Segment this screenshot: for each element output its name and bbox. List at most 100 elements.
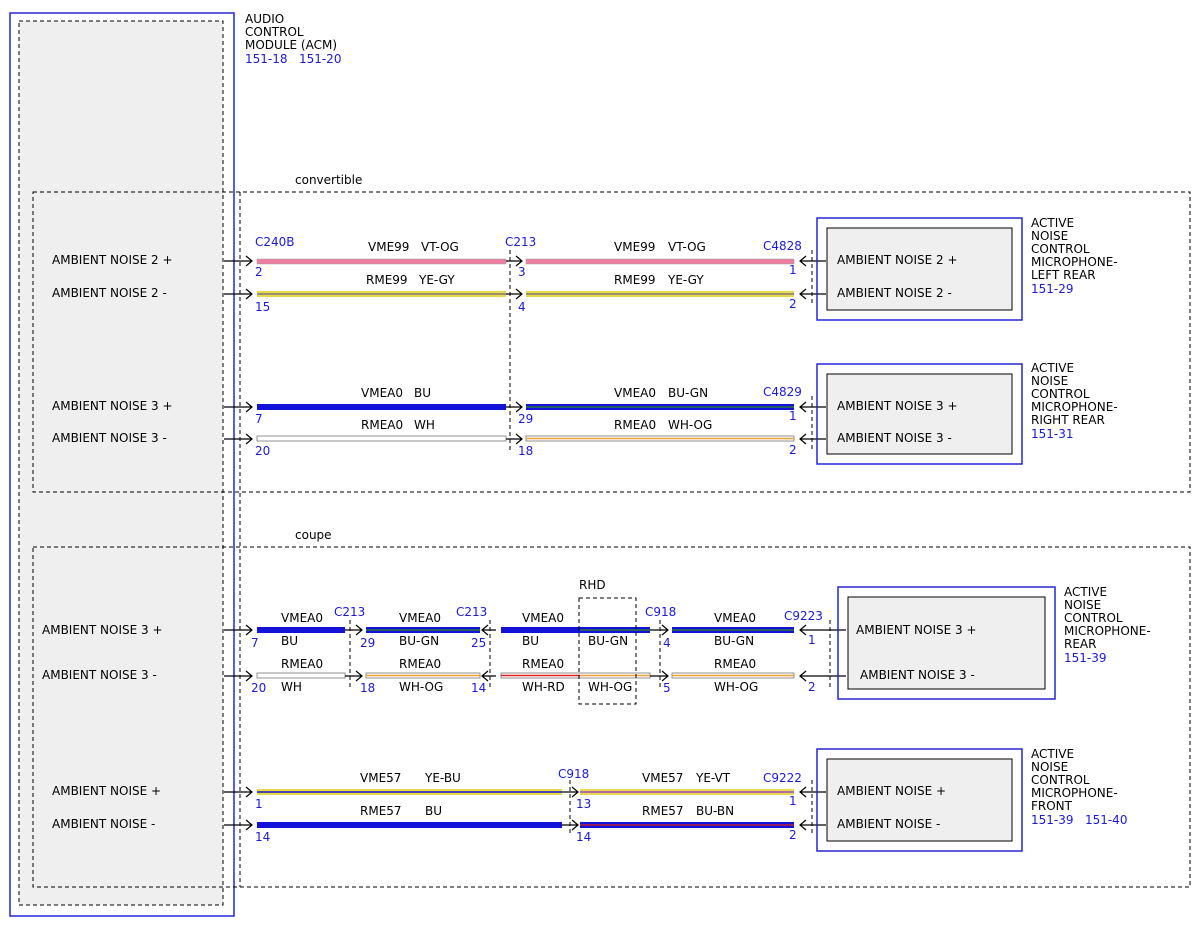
mic-ref: 151-39 151-40 — [1031, 813, 1127, 827]
mic-pin-label: AMBIENT NOISE 3 - — [837, 431, 952, 445]
c213-conn-arrows — [506, 255, 523, 445]
mic-left-rear-frame — [816, 217, 1023, 321]
connector-label: C240B — [255, 235, 295, 249]
coupe-label: coupe — [295, 528, 332, 542]
mic-pin-label: AMBIENT NOISE 3 + — [837, 399, 958, 413]
pin-number: 18 — [360, 681, 375, 695]
mic-title: CONTROL — [1064, 611, 1123, 625]
pin-number: 13 — [576, 797, 591, 811]
acm-title-3: MODULE (ACM) — [245, 38, 337, 52]
circuit-label: RME99 — [614, 273, 656, 287]
acm-body — [18, 20, 224, 906]
pin-number: 14 — [255, 830, 270, 844]
mic-title: CONTROL — [1031, 387, 1090, 401]
connector-label: C918 — [645, 605, 676, 619]
circuit-label: VME57 — [642, 771, 683, 785]
pin-number: 1 — [255, 797, 263, 811]
wire-vme99-left — [256, 258, 507, 265]
wire-rmea0-left — [256, 435, 507, 442]
mic-right-rear-body — [826, 373, 1013, 455]
mic-pin-label: AMBIENT NOISE 3 - — [860, 668, 975, 682]
color-label: BU — [281, 634, 298, 648]
pin-number: 5 — [663, 681, 671, 695]
color-label: WH-OG — [714, 680, 758, 694]
rhd-label: RHD — [579, 578, 606, 592]
acm-pin-label: AMBIENT NOISE 2 - — [52, 286, 167, 300]
acm-title-2: CONTROL — [245, 25, 304, 39]
acm-pin-label: AMBIENT NOISE 3 + — [52, 399, 173, 413]
color-label: YE-GY — [418, 273, 455, 287]
pin-number: 15 — [255, 300, 270, 314]
pin-number: 25 — [471, 636, 486, 650]
circuit-label: RME57 — [360, 804, 402, 818]
mic-pin-label: AMBIENT NOISE 3 + — [856, 623, 977, 637]
color-label: BU — [414, 386, 431, 400]
mic-title: REAR — [1064, 637, 1096, 651]
mic-front-frame — [816, 748, 1023, 852]
mic-title: NOISE — [1031, 760, 1068, 774]
circuit-label: VMEA0 — [714, 611, 756, 625]
mic-title: FRONT — [1031, 799, 1073, 813]
mic-ref: 151-31 — [1031, 427, 1074, 441]
circuit-label: VMEA0 — [399, 611, 441, 625]
pin-number: 18 — [518, 444, 533, 458]
acm-pin-label: AMBIENT NOISE 3 - — [52, 431, 167, 445]
pin-number: 29 — [518, 412, 533, 426]
mic-ref: 151-29 — [1031, 282, 1074, 296]
mic-title: ACTIVE — [1031, 216, 1074, 230]
pin-number: 2 — [789, 297, 797, 311]
acm-refs: 151-18 151-20 — [245, 52, 341, 66]
mic-title: RIGHT REAR — [1031, 413, 1105, 427]
color-label: YE-VT — [695, 771, 731, 785]
circuit-label: VMEA0 — [281, 611, 323, 625]
mic-title: LEFT REAR — [1031, 268, 1096, 282]
acm-pin-label: AMBIENT NOISE 2 + — [52, 253, 173, 267]
acm-frame — [9, 12, 235, 917]
mic-title: ACTIVE — [1064, 585, 1107, 599]
circuit-label: VMEA0 — [361, 386, 403, 400]
connector-label: C9223 — [784, 609, 823, 623]
connector-label: C4829 — [763, 385, 802, 399]
wire-vme99-right — [525, 258, 795, 265]
convertible-label: convertible — [295, 173, 362, 187]
mic-title: MICROPHONE- — [1031, 255, 1118, 269]
pin-number: 4 — [518, 300, 526, 314]
color-label: WH — [281, 680, 302, 694]
mic-right-rear-frame — [816, 363, 1023, 465]
color-label: BU-GN — [668, 386, 708, 400]
circuit-label: RME99 — [366, 273, 408, 287]
circuit-label: VME99 — [614, 240, 655, 254]
circuit-label: RMEA0 — [614, 418, 656, 432]
connector-label: C9222 — [763, 771, 802, 785]
color-label: VT-OG — [421, 240, 459, 254]
pin-number: 14 — [576, 830, 591, 844]
color-label: BU — [522, 634, 539, 648]
circuit-label: VMEA0 — [522, 611, 564, 625]
front-conn-arrows — [562, 786, 826, 831]
pin-number: 7 — [251, 636, 259, 650]
circuit-label: VME99 — [368, 240, 409, 254]
pin-number: 1 — [789, 794, 797, 808]
connector-label: C213 — [456, 605, 487, 619]
pin-number: 1 — [808, 633, 816, 647]
wire-vmea0-c3 — [501, 627, 650, 633]
color-label: YE-GY — [667, 273, 704, 287]
pin-number: 3 — [518, 265, 526, 279]
mic-title: NOISE — [1031, 374, 1068, 388]
acm-pin-label: AMBIENT NOISE 3 - — [42, 668, 157, 682]
pin-number: 29 — [360, 636, 375, 650]
mic-pin-label: AMBIENT NOISE 2 - — [837, 286, 952, 300]
connector-label: C213 — [334, 605, 365, 619]
mic-pin-label: AMBIENT NOISE - — [837, 817, 940, 831]
mic-title: NOISE — [1031, 229, 1068, 243]
wire-vmea0-left — [257, 404, 506, 410]
mic-rear-frame — [837, 586, 1056, 700]
wire-rme57-left — [257, 822, 562, 828]
acm-pin-label: AMBIENT NOISE + — [52, 784, 161, 798]
pin-number: 20 — [251, 681, 266, 695]
coupe-frame — [32, 546, 1191, 888]
color-label: BU-GN — [588, 634, 628, 648]
color-label: BU-GN — [399, 634, 439, 648]
component-stubs-convertible — [799, 255, 826, 445]
color-label: WH-OG — [588, 680, 632, 694]
